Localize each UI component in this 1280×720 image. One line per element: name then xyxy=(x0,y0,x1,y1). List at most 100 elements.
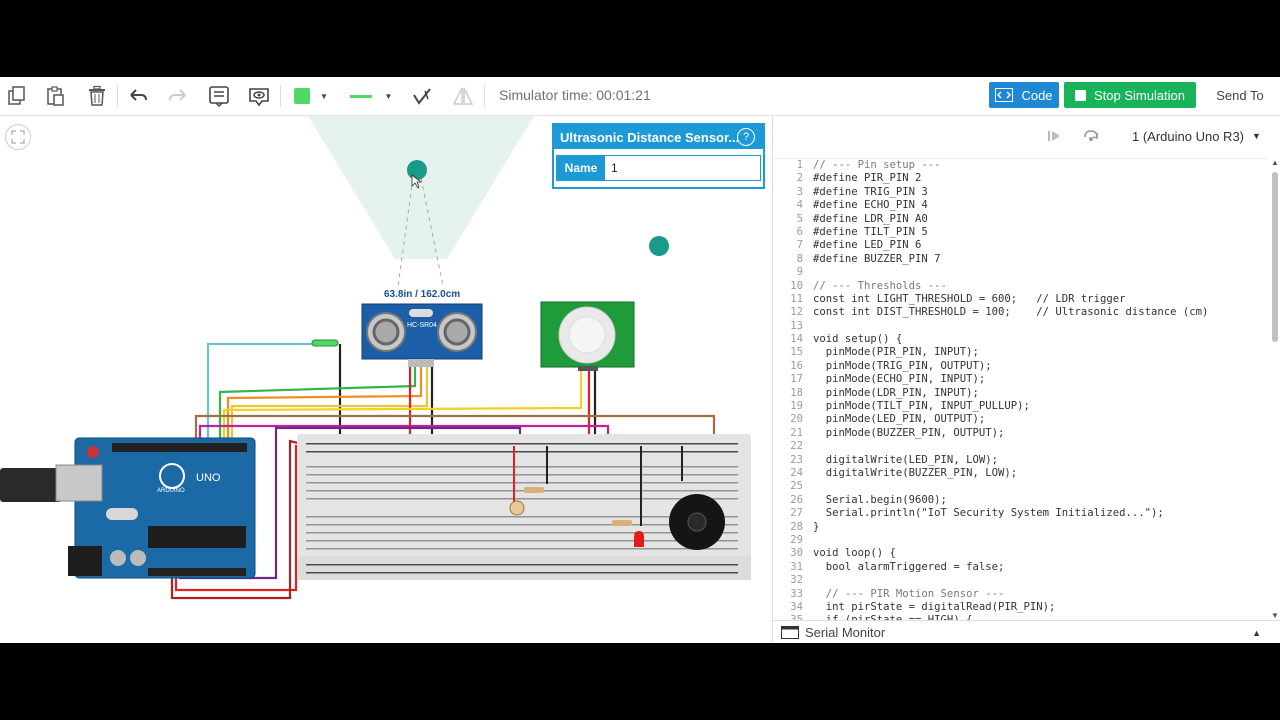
line-number: 30 xyxy=(790,547,803,560)
board-select-value: 1 (Arduino Uno R3) xyxy=(1132,128,1244,144)
resistor xyxy=(524,487,544,493)
code-text: pinMode(LDR_PIN, INPUT); xyxy=(813,386,979,399)
scroll-thumb[interactable] xyxy=(1272,172,1278,342)
code-line: 25 xyxy=(773,480,1267,493)
code-text: void setup() { xyxy=(813,333,903,346)
distance-reading: 63.8in / 162.0cm xyxy=(384,289,461,300)
line-style-picker[interactable]: ▼ xyxy=(346,83,396,109)
tilt-switch xyxy=(311,339,339,347)
toolbar: ▼ ▼ Simulator time: 00:01:21 Code Stop S… xyxy=(0,77,1280,116)
name-field-row: Name 1 xyxy=(556,155,761,181)
scroll-up-icon[interactable]: ▲ xyxy=(1271,158,1279,167)
svg-text:HC-SR04: HC-SR04 xyxy=(407,322,437,329)
color-swatch xyxy=(294,88,311,104)
redo-icon[interactable] xyxy=(165,83,191,109)
step-icon[interactable] xyxy=(1041,123,1067,149)
toolbar-divider xyxy=(484,85,485,107)
code-text: #define TILT_PIN 5 xyxy=(813,225,928,238)
chevron-up-icon[interactable]: ▲ xyxy=(1252,627,1261,638)
code-line: 34 int pirState = digitalRead(PIR_PIN); xyxy=(773,601,1267,614)
code-text: // --- PIR Motion Sensor --- xyxy=(813,587,1005,600)
line-number: 24 xyxy=(790,466,803,479)
line-number: 6 xyxy=(796,225,803,238)
component-inspector: Ultrasonic Distance Sensor... ? Name 1 xyxy=(552,123,765,189)
code-line: 33 // --- PIR Motion Sensor --- xyxy=(773,588,1267,601)
code-button-label: Code xyxy=(1021,87,1053,103)
code-text: pinMode(LED_PIN, OUTPUT); xyxy=(813,413,986,426)
board-select[interactable]: 1 (Arduino Uno R3) ▼ xyxy=(1120,124,1275,148)
fill-color-picker[interactable]: ▼ xyxy=(289,83,333,109)
line-number: 28 xyxy=(790,520,803,533)
name-input[interactable]: 1 xyxy=(611,161,618,175)
photoresistor xyxy=(509,500,525,516)
line-number: 25 xyxy=(790,480,803,493)
code-text: pinMode(ECHO_PIN, INPUT); xyxy=(813,373,986,386)
visibility-icon[interactable] xyxy=(246,83,272,109)
flip-icon[interactable] xyxy=(450,83,476,109)
line-number: 18 xyxy=(790,386,803,399)
code-text: #define LDR_PIN A0 xyxy=(813,212,928,225)
undo-icon[interactable] xyxy=(125,83,151,109)
code-line: 21 pinMode(BUZZER_PIN, OUTPUT); xyxy=(773,427,1267,440)
code-text: void loop() { xyxy=(813,547,896,560)
code-text: digitalWrite(BUZZER_PIN, LOW); xyxy=(813,466,1018,479)
line-number: 19 xyxy=(790,400,803,413)
code-text: } xyxy=(813,520,820,533)
code-line: 2 #define PIR_PIN 2 xyxy=(773,172,1267,185)
trash-icon[interactable] xyxy=(84,83,110,109)
serial-monitor-icon xyxy=(781,626,799,639)
code-text: const int DIST_THRESHOLD = 100; // Ultra… xyxy=(813,306,1209,319)
led xyxy=(634,531,644,547)
send-to-button[interactable]: Send To xyxy=(1216,87,1264,103)
line-number: 35 xyxy=(790,614,803,621)
object-marker xyxy=(407,160,427,180)
line-number: 34 xyxy=(790,600,803,613)
code-text: #define LED_PIN 6 xyxy=(813,239,922,252)
code-text: Serial.begin(9600); xyxy=(813,493,947,506)
ultrasonic-sensor: HC-SR04 xyxy=(361,303,483,367)
line-number: 2 xyxy=(796,172,803,185)
code-topbar: 1 (Arduino Uno R3) ▼ xyxy=(773,116,1280,156)
rotate-icon[interactable] xyxy=(409,83,435,109)
code-panel: 1 (Arduino Uno R3) ▼ 1// --- Pin setup -… xyxy=(772,116,1280,643)
circuit-canvas[interactable]: HC-SR04 xyxy=(0,116,772,643)
line-number: 22 xyxy=(790,440,803,453)
line-number: 27 xyxy=(790,507,803,520)
code-button[interactable]: Code xyxy=(989,82,1059,108)
arduino-uno: UNO ARDUINO xyxy=(0,437,256,579)
help-icon[interactable]: ? xyxy=(737,128,755,146)
code-scrollbar[interactable]: ▲ ▼ xyxy=(1269,158,1280,620)
restart-icon[interactable] xyxy=(1078,123,1104,149)
code-line: 28} xyxy=(773,521,1267,534)
paste-icon[interactable] xyxy=(43,83,69,109)
toolbar-divider xyxy=(280,85,281,107)
pir-sensor xyxy=(540,301,635,371)
stop-simulation-button[interactable]: Stop Simulation xyxy=(1064,82,1196,108)
scroll-down-icon[interactable]: ▼ xyxy=(1271,611,1279,620)
copy-icon[interactable] xyxy=(4,83,30,109)
code-line: 19 pinMode(TILT_PIN, INPUT_PULLUP); xyxy=(773,400,1267,413)
name-label: Name xyxy=(557,156,605,180)
code-text: #define PIR_PIN 2 xyxy=(813,172,922,185)
code-line: 22 xyxy=(773,440,1267,453)
line-number: 7 xyxy=(796,239,803,252)
code-line: 24 digitalWrite(BUZZER_PIN, LOW); xyxy=(773,467,1267,480)
code-line: 6 #define TILT_PIN 5 xyxy=(773,226,1267,239)
code-text: #define BUZZER_PIN 7 xyxy=(813,252,941,265)
chevron-down-icon: ▼ xyxy=(384,91,393,101)
code-line: 13 xyxy=(773,320,1267,333)
notes-icon[interactable] xyxy=(206,83,232,109)
line-number: 23 xyxy=(790,453,803,466)
stop-icon xyxy=(1074,89,1086,101)
chevron-down-icon: ▼ xyxy=(320,91,328,101)
line-number: 3 xyxy=(796,185,803,198)
code-line: 29 xyxy=(773,534,1267,547)
zoom-fit-button[interactable] xyxy=(5,124,31,150)
code-text: digitalWrite(LED_PIN, LOW); xyxy=(813,453,998,466)
serial-monitor-bar[interactable]: Serial Monitor ▲ xyxy=(773,620,1280,643)
code-line: 27 Serial.println("IoT Security System I… xyxy=(773,507,1267,520)
